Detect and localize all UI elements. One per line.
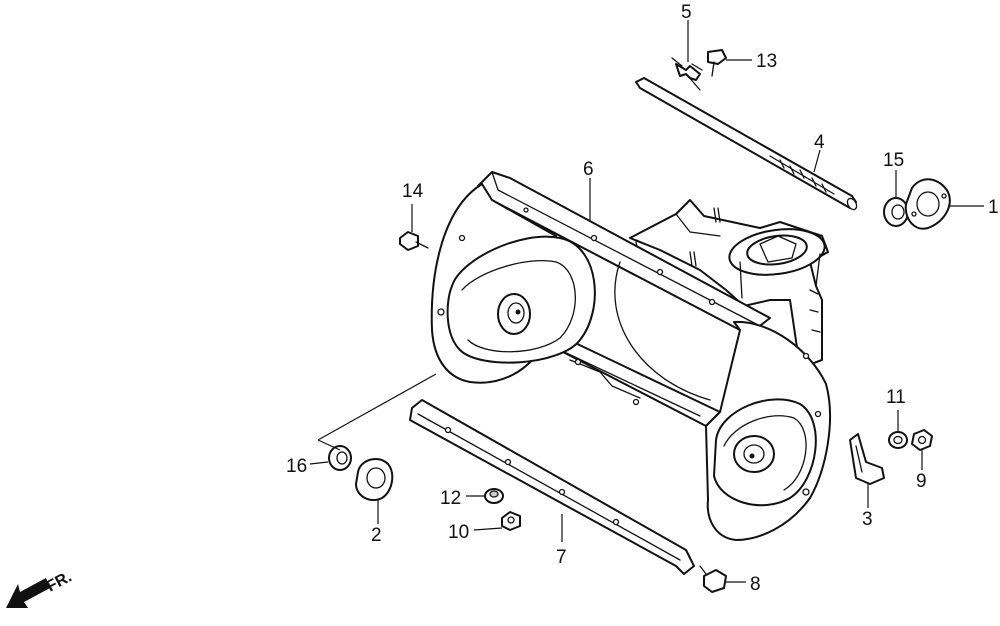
callout-13: 13 [756,51,777,72]
front-direction-label: FR. [44,568,75,595]
callout-14: 14 [402,181,424,202]
callout-labels: 5 13 4 15 1 6 14 16 2 12 10 7 8 3 11 9 [286,2,999,595]
callout-6: 6 [583,159,594,180]
callout-3: 3 [862,509,873,530]
callout-12: 12 [440,488,461,509]
callout-2: 2 [371,525,382,546]
wing-bolt [671,57,703,91]
callout-7: 7 [556,547,567,568]
callout-15: 15 [883,150,904,171]
auger-shaft [635,77,858,211]
bearing-15 [883,197,909,227]
scraper-bar [409,399,695,575]
callout-10: 10 [448,522,469,543]
bearing-holder-2 [355,457,394,502]
callout-5: 5 [681,2,692,23]
bracket-3 [849,433,885,485]
bearing-holder-1 [904,178,951,230]
callout-1: 1 [988,197,999,218]
nut-10 [501,511,521,531]
callout-8: 8 [750,574,761,595]
callout-9: 9 [916,471,927,492]
collar-12 [484,488,504,504]
callout-4: 4 [814,132,825,153]
front-direction-indicator: FR. [6,568,75,608]
flange-bolt-13 [707,49,727,77]
auger-housing [430,171,832,541]
flange-bolt-14 [399,231,429,251]
front-arrow-icon [6,578,50,608]
bearing-16 [328,445,352,471]
callout-11: 11 [886,387,906,408]
callout-16: 16 [286,456,307,477]
nut-9 [911,429,933,451]
flange-bolt-8 [699,565,727,593]
collar-11 [888,431,908,449]
leader-lines [309,20,984,583]
